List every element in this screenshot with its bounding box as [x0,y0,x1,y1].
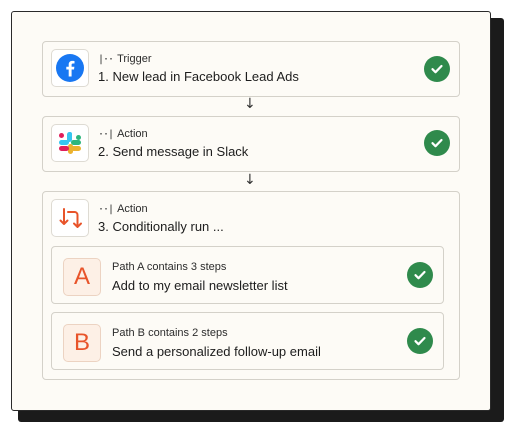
step-slack-action[interactable]: ··| Action 2. Send message in Slack [42,116,460,172]
check-icon [407,262,433,288]
trigger-icon: |·· [98,53,114,65]
connector-arrow-icon: ↓ [244,96,256,112]
check-icon [424,56,450,82]
step-kind-text: Trigger [117,53,152,65]
path-b[interactable]: B Path B contains 2 steps Send a persona… [51,312,444,370]
step-paths-action[interactable]: ··| Action 3. Conditionally run ... A Pa… [42,191,460,380]
step-title: 3. Conditionally run ... [98,219,224,234]
path-subtitle: Path A contains 3 steps [112,261,227,273]
step-trigger[interactable]: |·· Trigger 1. New lead in Facebook Lead… [42,41,460,97]
check-icon [407,328,433,354]
step-kind-text: Action [117,203,148,215]
slack-icon [51,124,89,162]
step-title: 1. New lead in Facebook Lead Ads [98,69,299,84]
facebook-icon [51,49,89,87]
step-kind-label: |·· Trigger [98,53,152,65]
connector-arrow-icon: ↓ [244,172,256,188]
action-icon: ··| [98,203,114,215]
step-kind-label: ··| Action [98,203,148,215]
step-kind-text: Action [117,128,148,140]
path-title: Add to my email newsletter list [112,278,288,293]
step-title: 2. Send message in Slack [98,144,249,159]
path-subtitle: Path B contains 2 steps [112,327,228,339]
path-a[interactable]: A Path A contains 3 steps Add to my emai… [51,246,444,304]
paths-icon [51,199,89,237]
check-icon [424,130,450,156]
path-letter-badge: A [63,258,101,296]
step-kind-label: ··| Action [98,128,148,140]
action-icon: ··| [98,128,114,140]
path-title: Send a personalized follow-up email [112,344,321,359]
path-letter-badge: B [63,324,101,362]
